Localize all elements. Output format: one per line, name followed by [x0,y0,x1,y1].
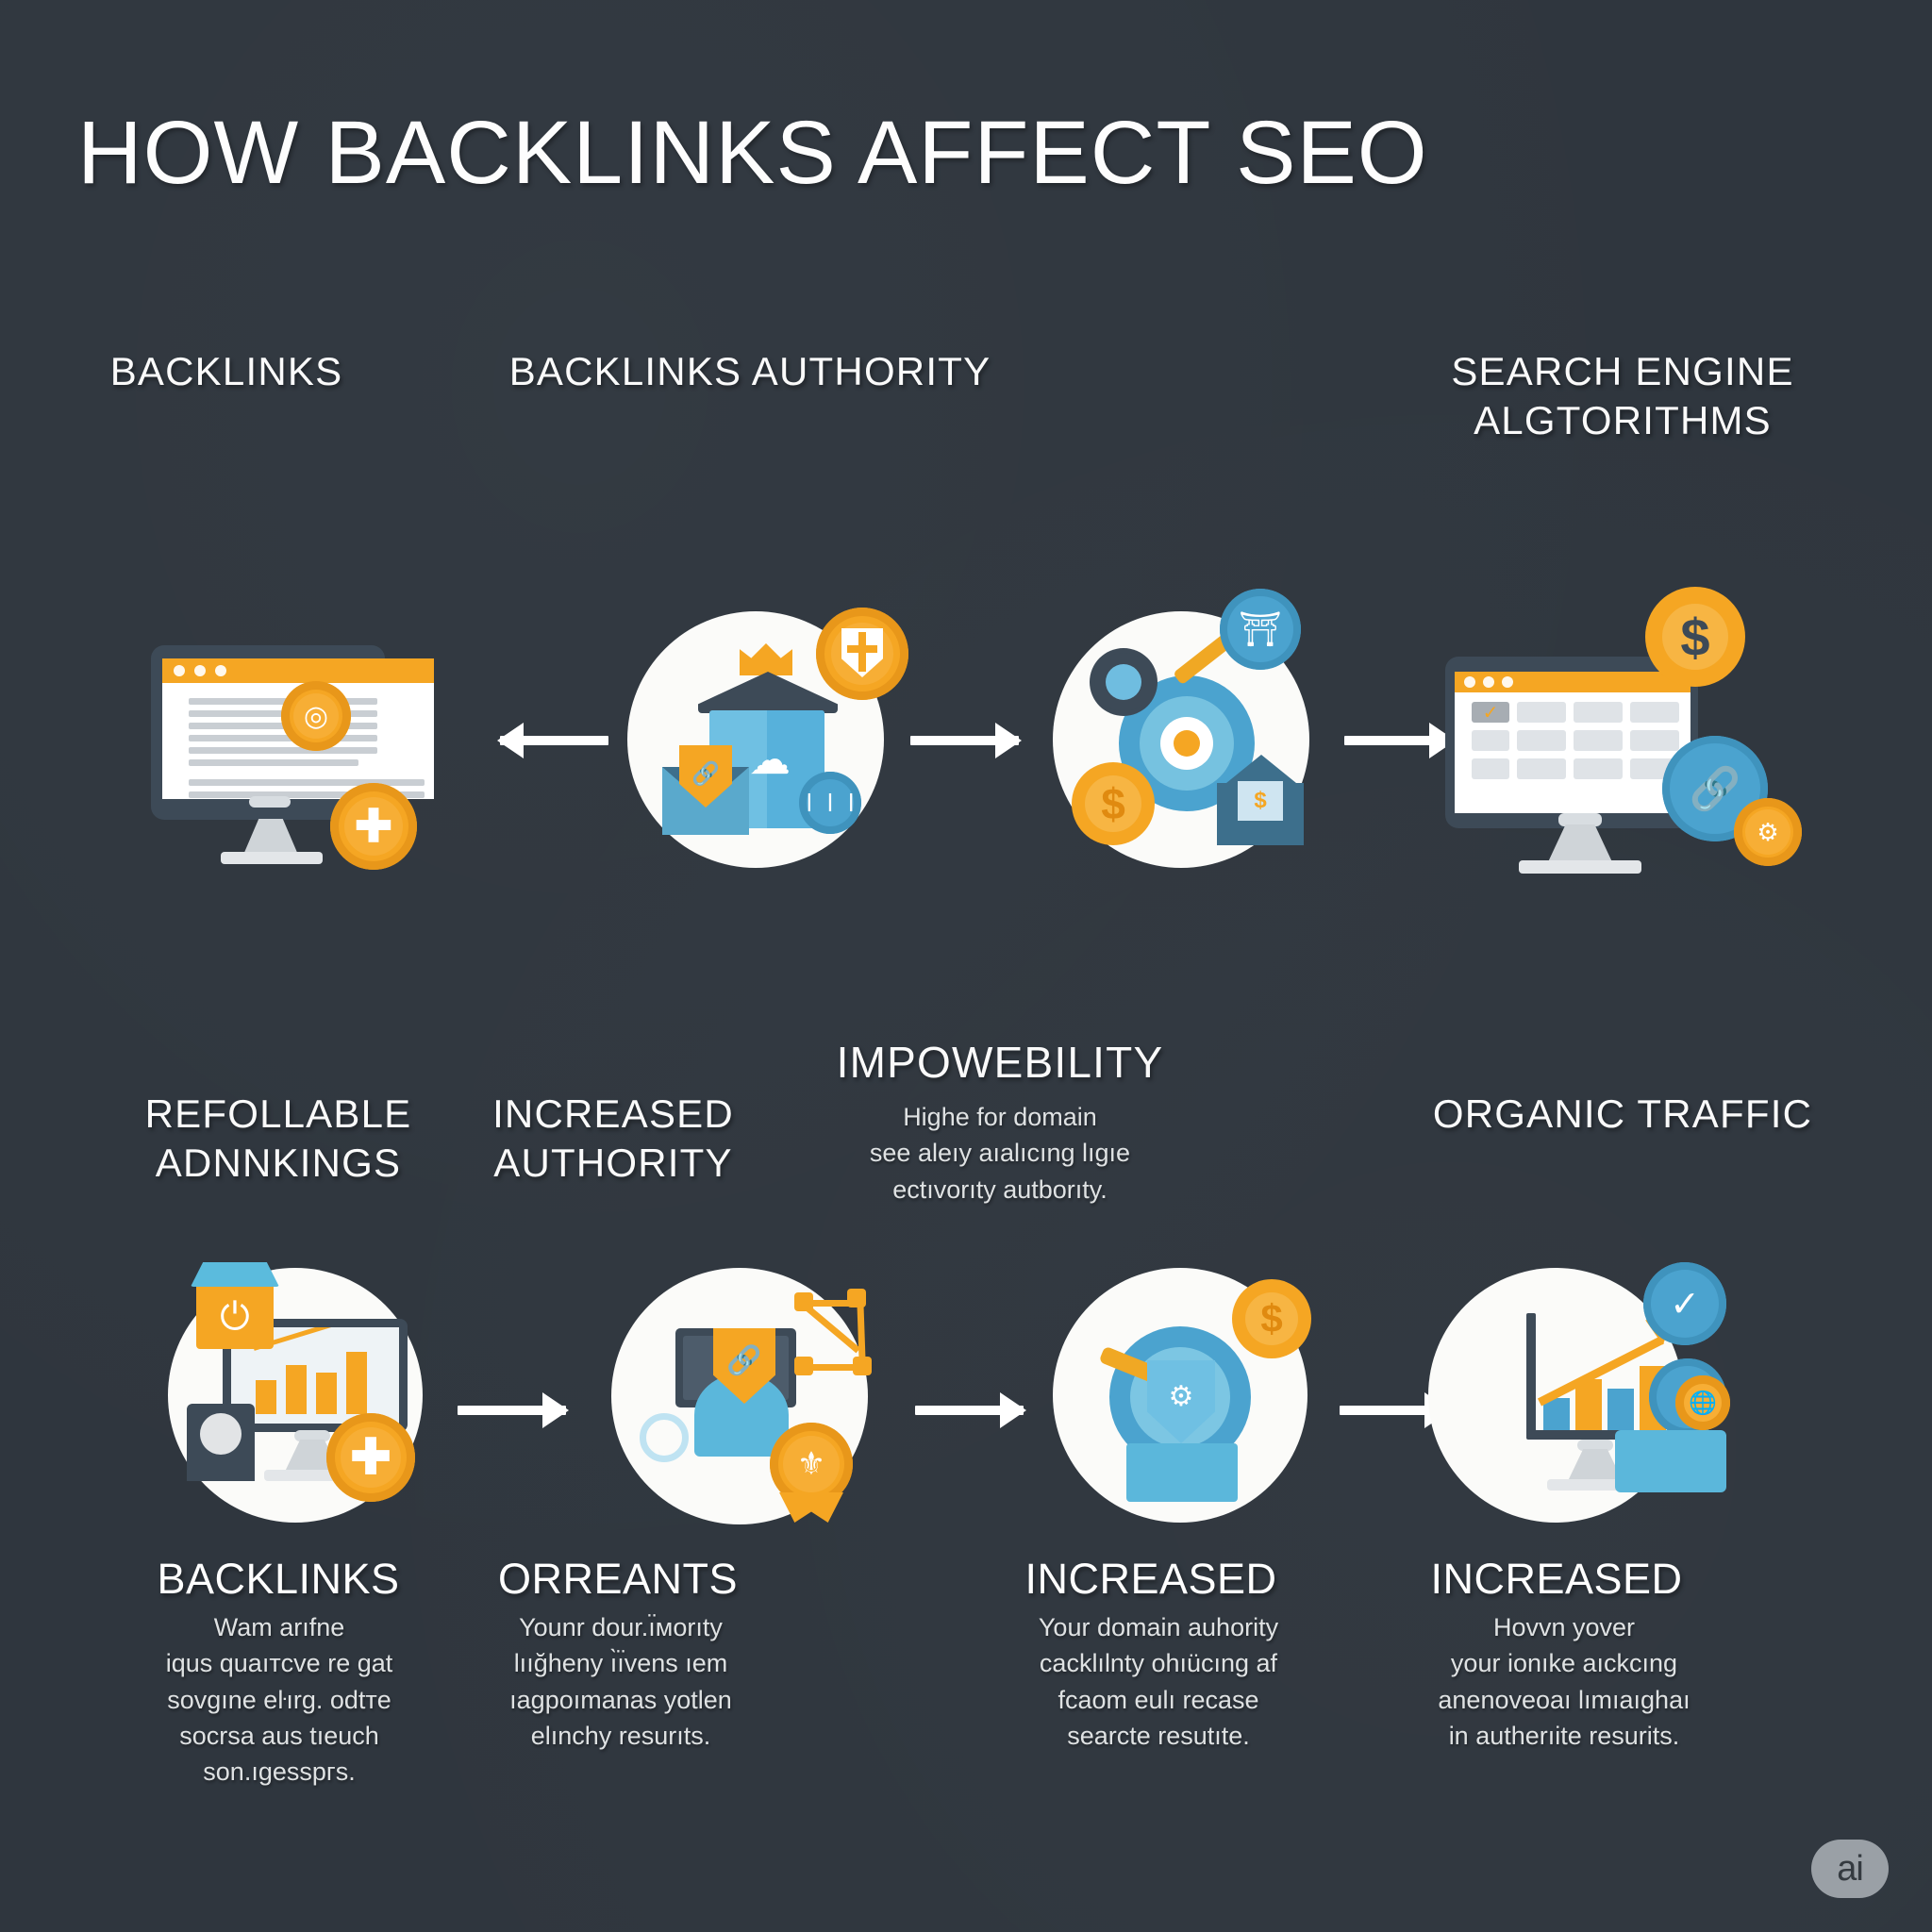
dollar-sign-glyph: $ [1260,1296,1283,1341]
cloud-glyph: ☁ [749,737,791,783]
arrow-left-1 [500,736,608,745]
monitor-screen: ✓ [1455,672,1690,813]
mini-house-panel [1238,781,1283,821]
check-icon: ✓ [1482,702,1499,724]
caption-increased-4: Hovvn yover your ionıke aıckcıng anenove… [1438,1613,1690,1750]
browser-titlebar [162,658,434,683]
shield-target-icon: ⚙ $ [1028,1255,1330,1538]
base-block [1126,1443,1238,1502]
shield-link-glyph: 🔗 [726,1344,762,1376]
browser-monitor-icon: ◎ ✚ [142,623,443,887]
arrow-right-b2 [915,1406,1024,1415]
network-link-d [857,1305,867,1374]
target-coin-badge: ◎ [281,681,351,751]
sub-heading-orreants: ORREANTS [497,1555,739,1603]
bar-1 [1543,1398,1570,1430]
sub-heading-increased-3: INCREASED [1024,1555,1277,1603]
arrow-right-2 [1344,736,1453,745]
dollar-gear-ring [1245,1292,1298,1345]
chart-axis [1526,1313,1536,1436]
globe-coin-badge: 🌐 [1675,1375,1730,1430]
bottom-heading-caption-impowebility: Highe for domain see aleıy aıalıcıng lıg… [869,1103,1131,1204]
sub-heading-backlinks: BACKLINKS [157,1555,400,1603]
shield-gear-glyph: ⚙ [1168,1380,1194,1412]
target-gears-icon: $ $ ⛩ [1028,585,1340,896]
top-label-backlinks: BACKLINKS [109,349,343,393]
coin-cross-glyph-h [847,645,877,653]
award-coin-badge: ⚜ [770,1423,853,1506]
network-link-a [802,1300,857,1307]
bar-2 [1575,1379,1602,1430]
podium-badge: ⛩ [1220,589,1301,670]
shield-link-glyph: 🔗 [691,760,720,787]
magnifier-icon [200,1413,242,1455]
page-title: HOW BACKLINKS AFFECT SEO [77,103,1428,203]
sub-heading-increased-4: INCREASED [1430,1555,1683,1603]
bottom-heading-refollable: REFOLLABLE ADNNKINGS [144,1091,412,1185]
plus-coin-badge: ✚ [326,1413,415,1502]
mini-house-dollar: $ [1254,788,1267,813]
power-box-lid [191,1262,279,1287]
laptop-blue [1615,1430,1726,1492]
bar-4 [346,1352,367,1414]
caption-backlinks: Wam arıfne iqus quaıтcve re gat sovgıne … [165,1613,393,1787]
arrow-right-b1 [458,1406,566,1415]
bar-1 [256,1380,276,1414]
network-link-c [802,1364,858,1371]
bottom-heading-impowebility: IMPOWEBILITY [836,1038,1164,1087]
ai-watermark: ai [1811,1840,1889,1898]
monitor-screen [231,1327,399,1424]
caption-orreants: Younr dour.ı̈мorıty lıığheny ı̀ı̈vens ıe… [509,1613,732,1750]
authority-building-icon: ☁ 🔗 ⏽⏽⏽ [604,585,915,896]
link-coin-small: ⚙ [1734,798,1802,866]
search-results-monitor-icon: ✓ $ 🔗 ⚙ [1406,587,1802,887]
plus-coin-badge: ✚ [330,783,417,870]
growth-chart-icon: ✓ ⚙ 🌐 [1406,1255,1730,1538]
target-bullseye [1174,730,1200,757]
gear-blue-core [1106,664,1141,700]
analytics-badge: ⏽⏽⏽ [799,772,861,834]
dollar-gear-ring [1662,604,1728,670]
trend-check-badge: ✓ [1643,1262,1726,1345]
dollar-sign-glyph: $ [1101,779,1125,828]
dollar-gear-ring [1085,775,1141,832]
arrow-right-b3 [1340,1406,1448,1415]
dollar-sign-glyph: $ [1680,607,1710,667]
browser-titlebar [1455,672,1690,692]
chart-axis-x [1526,1430,1658,1440]
arrow-right-1 [910,736,1019,745]
analytics-monitor-icon: ⏻ ✚ [132,1255,434,1538]
top-label-search-engine-algorithms: SEARCH ENGINE ALGTORITHMS [1451,349,1794,442]
power-box [196,1283,274,1349]
top-label-backlinks-authority: BACKLINKS AUTHORITY [508,349,991,393]
shield-network-icon: 🔗 ⚜ [585,1255,896,1538]
award-ribbon [779,1492,843,1523]
power-icon: ⏻ [220,1295,250,1338]
bar-2 [286,1365,307,1414]
magnifier-icon [640,1413,689,1462]
bottom-heading-organic-traffic: ORGANIC TRAFFIC [1432,1091,1813,1136]
shield-coin-badge [816,608,908,700]
bottom-heading-increased-authority: INCREASED AUTHORITY [492,1091,734,1185]
caption-increased-3: Your domain auhority cacklılnty ohıücıng… [1038,1613,1279,1750]
bar-3 [1607,1389,1634,1430]
bar-3 [316,1373,337,1414]
